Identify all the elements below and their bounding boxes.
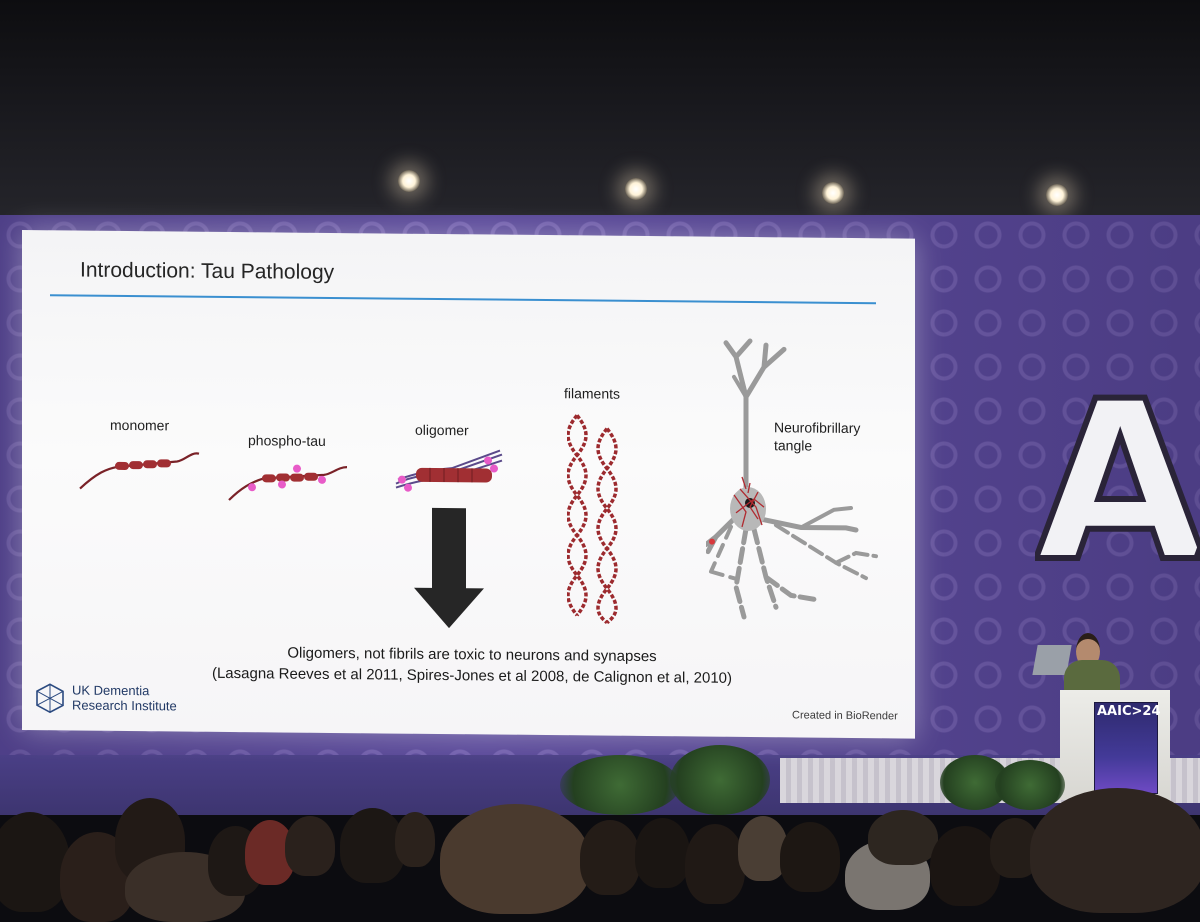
audience-head — [635, 818, 690, 888]
neuron-illustration — [706, 338, 878, 620]
audience-head — [0, 812, 70, 912]
title-underline — [50, 294, 876, 305]
monomer-label: monomer — [110, 416, 170, 434]
audience-head — [580, 820, 640, 895]
audience — [0, 788, 1200, 922]
slide-title: Introduction: Tau Pathology — [80, 258, 335, 284]
filaments-label: filaments — [564, 385, 621, 402]
podium-logo-text: AAIC>24 — [1097, 704, 1161, 719]
audience-head — [685, 824, 745, 904]
down-arrow-icon — [414, 507, 484, 629]
oligomer-label: oligomer — [415, 421, 469, 439]
audience-head — [440, 804, 590, 914]
audience-head — [285, 816, 335, 876]
uk-dri-logo-text: UK Dementia Research Institute — [72, 682, 177, 713]
monomer-illustration — [79, 452, 200, 490]
stage-plant — [670, 745, 770, 815]
audience-head — [340, 808, 405, 883]
uk-dri-logo-icon — [36, 683, 64, 714]
ceiling-light — [398, 170, 420, 192]
phospho-tau-illustration — [228, 464, 348, 501]
ceiling — [0, 0, 1200, 230]
ceiling-light — [625, 178, 647, 200]
ceiling-light — [1046, 184, 1068, 206]
logo-line2: Research Institute — [72, 697, 177, 714]
audience-head — [930, 826, 1000, 906]
audience-head — [1030, 788, 1200, 913]
filaments-illustration — [567, 414, 618, 625]
logo-line1: UK Dementia — [72, 682, 150, 699]
audience-head — [780, 822, 840, 892]
audience-head — [738, 816, 788, 881]
stage-plant — [995, 760, 1065, 810]
caption-line2: (Lasagna Reeves et al 2011, Spires-Jones… — [211, 664, 733, 687]
projected-slide: Introduction: Tau Pathology monomer phos… — [22, 230, 915, 739]
caption-line1: Oligomers, not fibrils are toxic to neur… — [287, 644, 657, 666]
biorender-credit: Created in BioRender — [792, 709, 898, 723]
audience-head — [395, 812, 435, 867]
audience-head — [868, 810, 938, 865]
ceiling-light — [822, 182, 844, 204]
phospho-tau-label: phospho-tau — [248, 432, 326, 449]
oligomer-illustration — [395, 449, 503, 492]
backdrop-logo-text: AAIC — [1035, 375, 1200, 590]
podium-logo-panel — [1094, 702, 1158, 794]
stage-plant — [560, 755, 680, 815]
